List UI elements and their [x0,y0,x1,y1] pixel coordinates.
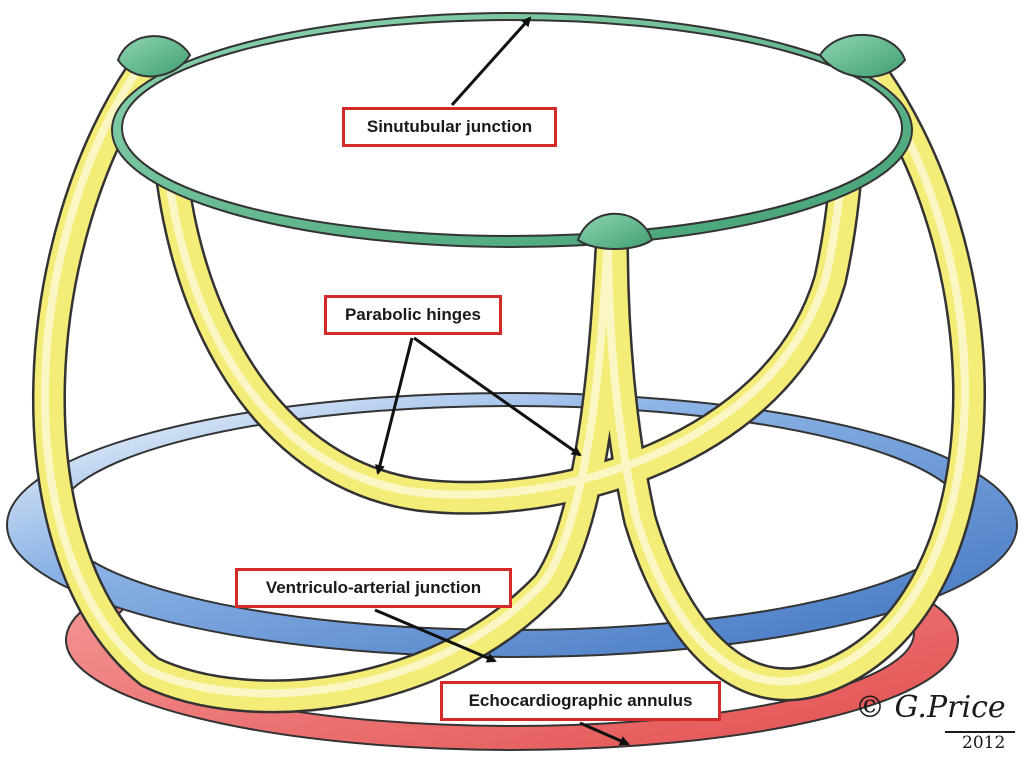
parabolic-hinges-label: Parabolic hinges [324,295,502,335]
parabolic-hinges-text: Parabolic hinges [344,305,482,324]
sinutubular-junction-text: Sinutubular junction [366,117,533,136]
sinutubular-junction-label: Sinutubular junction [342,107,557,147]
echocardiographic-annulus-text: Echocardiographic annulus [468,691,693,710]
signature-underline [945,731,1015,733]
ventriculo-arterial-junction-text: Ventriculo-arterial junction [265,578,482,597]
signature-year: 2012 [962,733,1006,753]
arrow-parabolic-left [375,337,414,475]
arrow-sinutubular [450,16,532,107]
arrow-parabolic-right [413,336,582,457]
annotation-arrows [374,16,630,746]
arrow-echo [579,721,630,746]
ventriculo-arterial-junction-label: Ventriculo-arterial junction [235,568,512,608]
author-signature: © G.Price [855,690,1006,725]
arrow-ventriculo [374,608,497,663]
echocardiographic-annulus-label: Echocardiographic annulus [440,681,721,721]
